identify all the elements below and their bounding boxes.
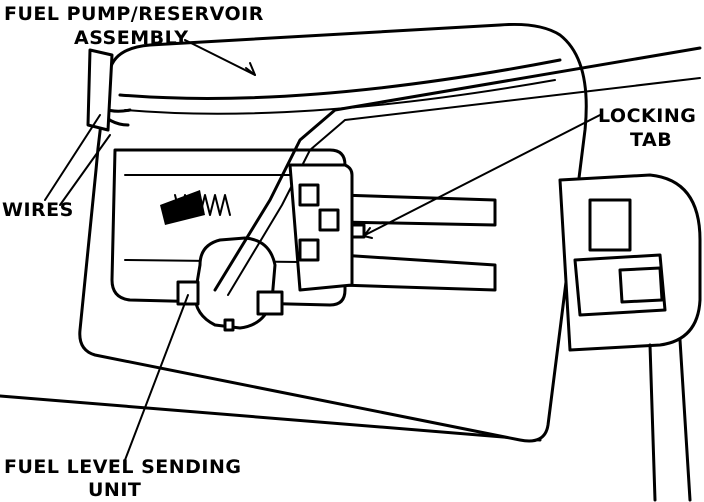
leader-fuel-pump — [184, 39, 256, 76]
label-locking-tab-line2: TAB — [630, 129, 673, 151]
inner-frame — [110, 148, 347, 307]
clip-window-3 — [298, 238, 320, 262]
clip-window-1 — [298, 183, 320, 207]
leader-fuel-pump-head — [245, 62, 256, 76]
label-wires: WIRES — [2, 199, 74, 221]
label-fuel-pump-line2: ASSEMBLY — [74, 27, 189, 49]
label-sending-unit-line1: FUEL LEVEL SENDING — [4, 456, 242, 478]
leader-sending-unit — [124, 294, 189, 461]
wire-connector — [86, 48, 114, 132]
label-fuel-pump-line1: FUEL PUMP/RESERVOIR — [4, 3, 264, 25]
leader-locking-tab — [364, 114, 601, 236]
upper-rail — [338, 193, 497, 227]
leader-wires-1 — [44, 114, 101, 201]
resistor-wedge — [160, 190, 205, 225]
reservoir-rim-inner — [124, 79, 556, 115]
mount-block — [588, 198, 632, 252]
disc-tab-left — [176, 280, 200, 306]
leader-locking-tab-head — [363, 227, 373, 239]
mount-tab — [618, 266, 664, 304]
float-arm — [213, 46, 702, 292]
label-locking-tab-line1: LOCKING — [598, 105, 697, 127]
clip-window-2 — [318, 208, 340, 232]
float-arm-inner — [227, 77, 701, 296]
mount-leg — [648, 338, 692, 502]
ground-line — [0, 394, 542, 442]
disc-tab-right — [256, 290, 284, 316]
label-sending-unit-line2: UNIT — [88, 479, 142, 501]
disc-notch — [223, 318, 235, 332]
locking-tab-nub — [350, 223, 366, 239]
leader-wires-2 — [59, 134, 111, 206]
reservoir-rim — [118, 58, 562, 100]
